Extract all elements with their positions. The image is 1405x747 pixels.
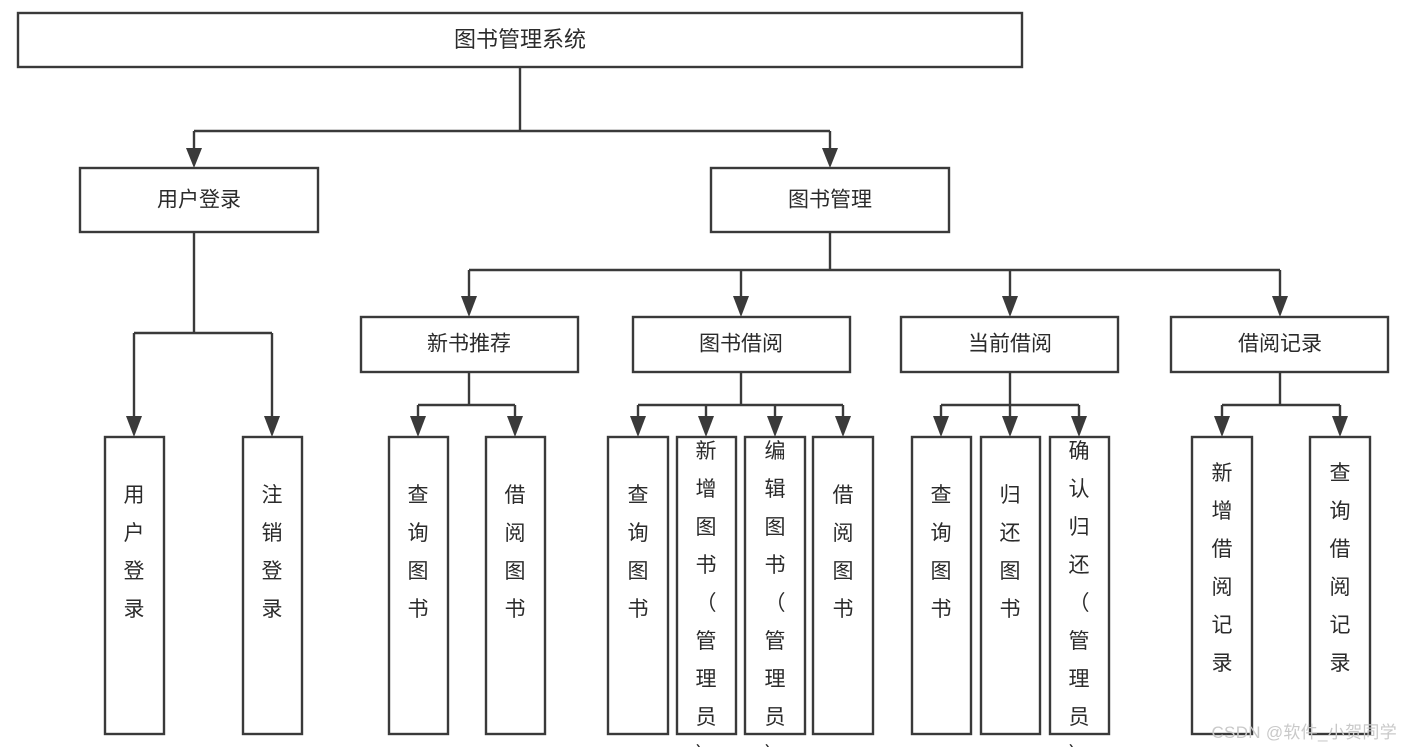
leaf-label-query-borrow-record: 查询借阅记录 bbox=[1330, 462, 1351, 675]
node-label-borrowing-record: 借阅记录 bbox=[1238, 333, 1322, 356]
connector-group-current-borrow-to-leaves bbox=[933, 372, 1087, 437]
arrow-head-new-book bbox=[461, 296, 477, 317]
leaf-node-return-book[interactable]: 归还图书 bbox=[979, 435, 1042, 736]
leaf-node-query-book-cb[interactable]: 查询图书 bbox=[910, 435, 973, 736]
leaf-box-borrow-book-nb[interactable] bbox=[484, 435, 547, 736]
arrow-head-br-leaf-2 bbox=[1332, 416, 1348, 437]
leaf-box-user-login[interactable] bbox=[103, 435, 166, 736]
leaf-box-query-book-cb[interactable] bbox=[910, 435, 973, 736]
arrow-head-cb-leaf-3 bbox=[1071, 416, 1087, 437]
arrow-head-borrow-record bbox=[1272, 296, 1288, 317]
arrow-head-book-mgmt bbox=[822, 148, 838, 168]
arrow-head-bb-leaf-2 bbox=[698, 416, 714, 437]
leaf-box-logout[interactable] bbox=[241, 435, 304, 736]
node-box-current-borrowing[interactable] bbox=[899, 315, 1120, 374]
leaf-box-borrow-book-bb[interactable] bbox=[811, 435, 875, 736]
node-label-book-management: 图书管理 bbox=[788, 189, 872, 212]
node-borrowing-record[interactable]: 借阅记录 bbox=[1169, 315, 1390, 374]
leaf-label-add-book-admin: 新增图书（管理员） bbox=[696, 440, 717, 747]
arrow-head-bb-leaf-3 bbox=[767, 416, 783, 437]
node-box-borrowing-record[interactable] bbox=[1169, 315, 1390, 374]
node-box-book-borrowing[interactable] bbox=[631, 315, 852, 374]
node-root-book-management-system[interactable]: 图书管理系统 bbox=[16, 11, 1024, 69]
connector-group-book-mgmt-to-level3 bbox=[461, 232, 1288, 317]
leaf-label-query-book-cb: 查询图书 bbox=[931, 484, 952, 621]
arrow-head-nb-leaf-2 bbox=[507, 416, 523, 437]
leaf-node-logout[interactable]: 注销登录 bbox=[241, 435, 304, 736]
arrow-head-cb-leaf-1 bbox=[933, 416, 949, 437]
node-label-book-borrowing: 图书借阅 bbox=[699, 333, 783, 356]
leaf-node-add-book-admin[interactable]: 新增图书（管理员） bbox=[675, 435, 738, 747]
leaf-label-query-book-bb: 查询图书 bbox=[628, 484, 649, 621]
leaf-node-borrow-book-bb[interactable]: 借阅图书 bbox=[811, 435, 875, 736]
arrow-head-current-borrow bbox=[1002, 296, 1018, 317]
node-book-management[interactable]: 图书管理 bbox=[709, 166, 951, 234]
leaf-label-query-book-nb: 查询图书 bbox=[408, 484, 429, 621]
node-label-current-borrowing: 当前借阅 bbox=[968, 333, 1052, 356]
node-user-login[interactable]: 用户登录 bbox=[78, 166, 320, 234]
leaf-label-confirm-return-admin: 确认归还（管理员） bbox=[1069, 440, 1090, 747]
arrow-head-borrow-book bbox=[733, 296, 749, 317]
leaf-box-return-book[interactable] bbox=[979, 435, 1042, 736]
connector-group-new-book-to-leaves bbox=[410, 372, 523, 437]
leaf-node-borrow-book-nb[interactable]: 借阅图书 bbox=[484, 435, 547, 736]
leaf-box-query-book-nb[interactable] bbox=[387, 435, 450, 736]
connector-group-borrow-record-to-leaves bbox=[1214, 372, 1348, 437]
arrow-head-bb-leaf-1 bbox=[630, 416, 646, 437]
leaf-box-confirm-return-admin[interactable] bbox=[1048, 435, 1111, 736]
leaf-label-edit-book-admin: 编辑图书（管理员） bbox=[765, 440, 786, 747]
leaf-node-query-borrow-record[interactable]: 查询借阅记录 bbox=[1308, 435, 1372, 736]
leaf-node-user-login[interactable]: 用户登录 bbox=[103, 435, 166, 736]
arrow-head-leaf-user-login bbox=[126, 416, 142, 437]
leaf-box-query-borrow-record[interactable] bbox=[1308, 435, 1372, 736]
node-box-new-book-recommendation[interactable] bbox=[359, 315, 580, 374]
leaf-label-return-book: 归还图书 bbox=[1000, 484, 1021, 621]
node-book-borrowing[interactable]: 图书借阅 bbox=[631, 315, 852, 374]
leaf-node-query-book-nb[interactable]: 查询图书 bbox=[387, 435, 450, 736]
connector-group-user-login-to-leaves bbox=[126, 232, 280, 437]
leaf-label-add-borrow-record: 新增借阅记录 bbox=[1212, 462, 1233, 675]
leaf-label-borrow-book-nb: 借阅图书 bbox=[505, 484, 526, 621]
arrow-head-br-leaf-1 bbox=[1214, 416, 1230, 437]
leaf-label-borrow-book-bb: 借阅图书 bbox=[833, 484, 854, 621]
leaf-box-query-book-bb[interactable] bbox=[606, 435, 670, 736]
node-current-borrowing[interactable]: 当前借阅 bbox=[899, 315, 1120, 374]
leaf-label-user-login: 用户登录 bbox=[124, 484, 145, 621]
leaf-node-query-book-bb[interactable]: 查询图书 bbox=[606, 435, 670, 736]
node-new-book-recommendation[interactable]: 新书推荐 bbox=[359, 315, 580, 374]
arrow-head-cb-leaf-2 bbox=[1002, 416, 1018, 437]
connector-group-borrow-book-to-leaves bbox=[630, 372, 851, 437]
leaf-node-add-borrow-record[interactable]: 新增借阅记录 bbox=[1190, 435, 1254, 736]
node-label-new-book-recommendation: 新书推荐 bbox=[427, 333, 511, 356]
arrow-head-leaf-logout bbox=[264, 416, 280, 437]
node-box-user-login[interactable] bbox=[78, 166, 320, 234]
arrow-head-user-login bbox=[186, 148, 202, 168]
leaf-node-edit-book-admin[interactable]: 编辑图书（管理员） bbox=[743, 435, 807, 747]
node-label-root: 图书管理系统 bbox=[454, 27, 586, 52]
leaf-box-add-borrow-record[interactable] bbox=[1190, 435, 1254, 736]
node-label-user-login: 用户登录 bbox=[157, 189, 241, 212]
connector-group-root-to-level2 bbox=[186, 67, 838, 168]
node-box-book-management[interactable] bbox=[709, 166, 951, 234]
leaf-box-edit-book-admin[interactable] bbox=[743, 435, 807, 736]
leaf-box-add-book-admin[interactable] bbox=[675, 435, 738, 736]
node-box-root[interactable] bbox=[16, 11, 1024, 69]
leaf-label-logout: 注销登录 bbox=[262, 484, 283, 621]
leaf-node-confirm-return-admin[interactable]: 确认归还（管理员） bbox=[1048, 435, 1111, 747]
arrow-head-nb-leaf-1 bbox=[410, 416, 426, 437]
arrow-head-bb-leaf-4 bbox=[835, 416, 851, 437]
